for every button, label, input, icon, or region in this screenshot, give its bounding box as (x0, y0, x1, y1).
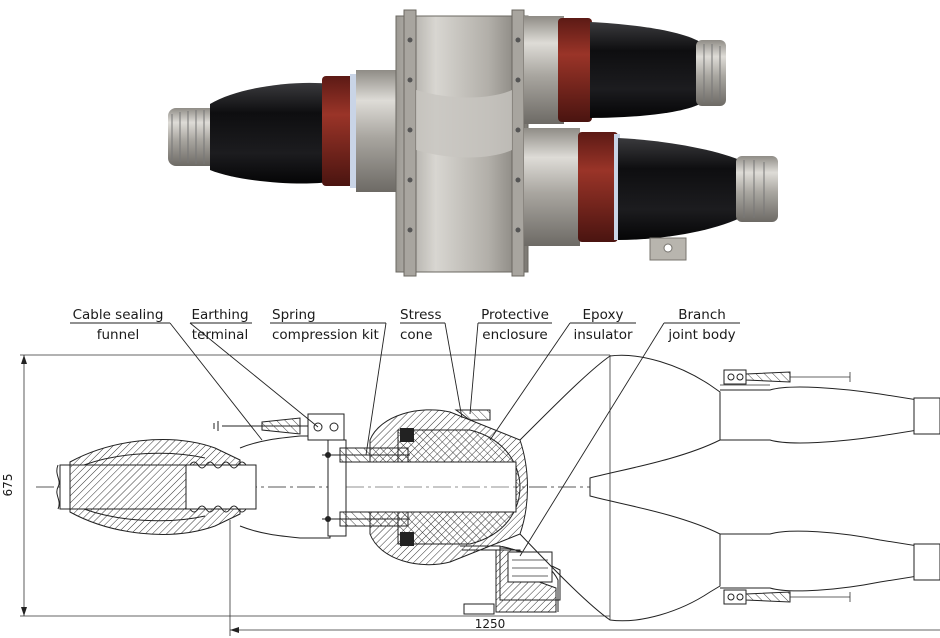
protective-enclosure-drawing (454, 409, 561, 615)
leader-lines (70, 322, 740, 557)
lower-right-cable-end (524, 128, 778, 261)
label-cable-sealing-funnel: Cable sealing funnel (73, 307, 164, 343)
dimension-lines (20, 354, 940, 636)
label-line: Cable sealing (73, 307, 164, 323)
earthing-terminal-drawing (213, 413, 345, 441)
technical-drawing: 675 1250 (1, 307, 940, 636)
label-branch-joint-body: Branch joint body (667, 307, 735, 343)
stress-cone-drawing (345, 409, 528, 566)
label-line: compression kit (272, 327, 379, 343)
label-line: enclosure (482, 327, 547, 343)
label-line: Stress (400, 307, 442, 323)
label-epoxy-insulator: Epoxy insulator (573, 307, 632, 343)
label-line: joint body (667, 327, 735, 343)
label-line: Spring (272, 307, 316, 323)
label-line: Protective (481, 307, 549, 323)
left-cable-end (168, 70, 402, 192)
label-stress-cone: Stress cone (400, 307, 442, 343)
label-line: Epoxy (583, 307, 624, 323)
label-line: insulator (573, 327, 632, 343)
label-line: Branch (678, 307, 726, 323)
central-enclosure-photo (395, 9, 529, 277)
label-line: terminal (192, 327, 248, 343)
height-dimension: 675 (1, 474, 15, 497)
label-protective-enclosure: Protective enclosure (481, 307, 549, 343)
label-earthing-terminal: Earthing terminal (191, 307, 248, 343)
left-cable-drawing (56, 435, 331, 539)
label-spring-compression-kit: Spring compression kit (272, 307, 379, 343)
label-line: cone (400, 327, 433, 343)
product-photo (168, 9, 778, 277)
label-line: funnel (97, 327, 139, 343)
upper-right-cable-end (524, 16, 726, 124)
branch-joint-body-drawing (519, 354, 940, 622)
label-line: Earthing (191, 307, 248, 323)
length-dimension: 1250 (475, 617, 506, 631)
